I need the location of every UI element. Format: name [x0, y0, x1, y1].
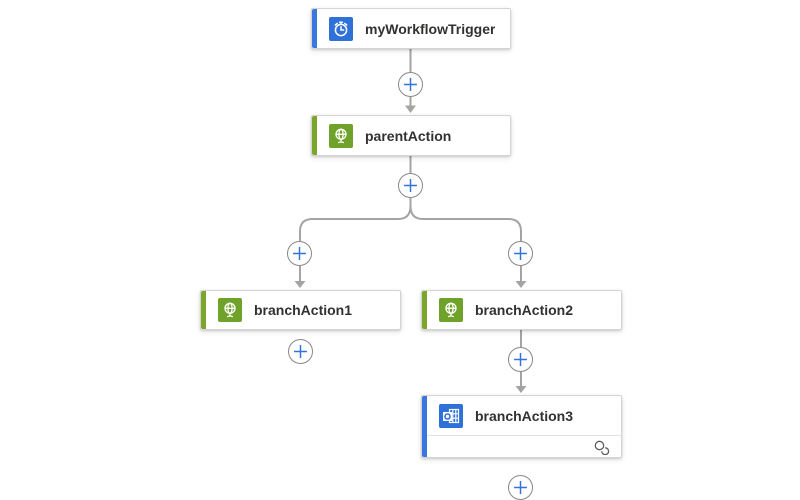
plus-icon [293, 247, 306, 260]
globe-icon [218, 298, 242, 322]
node-myworkflowtrigger[interactable]: myWorkflowTrigger [311, 8, 511, 49]
plus-icon [514, 247, 527, 260]
node-branchaction1[interactable]: branchAction1 [200, 290, 401, 330]
insert-step-plus-button-right-branch[interactable] [508, 241, 533, 266]
node-parentaction[interactable]: parentAction [311, 115, 511, 156]
action-accent-bar [312, 116, 317, 155]
plus-icon [514, 353, 527, 366]
insert-step-plus-button-left-branch[interactable] [287, 241, 312, 266]
card-footer [427, 435, 621, 457]
node-branchaction3[interactable]: branchAction3 [421, 395, 622, 458]
action-accent-bar [422, 291, 427, 329]
globe-icon [329, 123, 353, 148]
plus-icon [294, 345, 307, 358]
plus-icon [404, 179, 417, 192]
node-label: branchAction1 [254, 302, 353, 318]
add-action-plus-button-branch3[interactable] [508, 475, 533, 500]
node-label: myWorkflowTrigger [365, 20, 496, 37]
node-branchaction2[interactable]: branchAction2 [421, 290, 622, 330]
action-accent-bar [422, 396, 427, 457]
plus-icon [404, 78, 417, 91]
trigger-accent-bar [312, 9, 317, 48]
node-label: branchAction3 [475, 407, 574, 424]
globe-icon [439, 298, 463, 322]
connection-icon[interactable] [591, 439, 611, 455]
insert-step-plus-button-2[interactable] [398, 173, 423, 198]
insert-step-plus-button-1[interactable] [398, 72, 423, 97]
add-action-plus-button-branch1[interactable] [288, 339, 313, 364]
outlook-connector-icon [439, 403, 463, 428]
action-accent-bar [201, 291, 206, 329]
node-label: branchAction2 [475, 302, 574, 318]
node-label: parentAction [365, 127, 452, 144]
recurrence-clock-icon [329, 16, 353, 41]
plus-icon [514, 481, 527, 494]
insert-step-plus-button-3[interactable] [508, 347, 533, 372]
